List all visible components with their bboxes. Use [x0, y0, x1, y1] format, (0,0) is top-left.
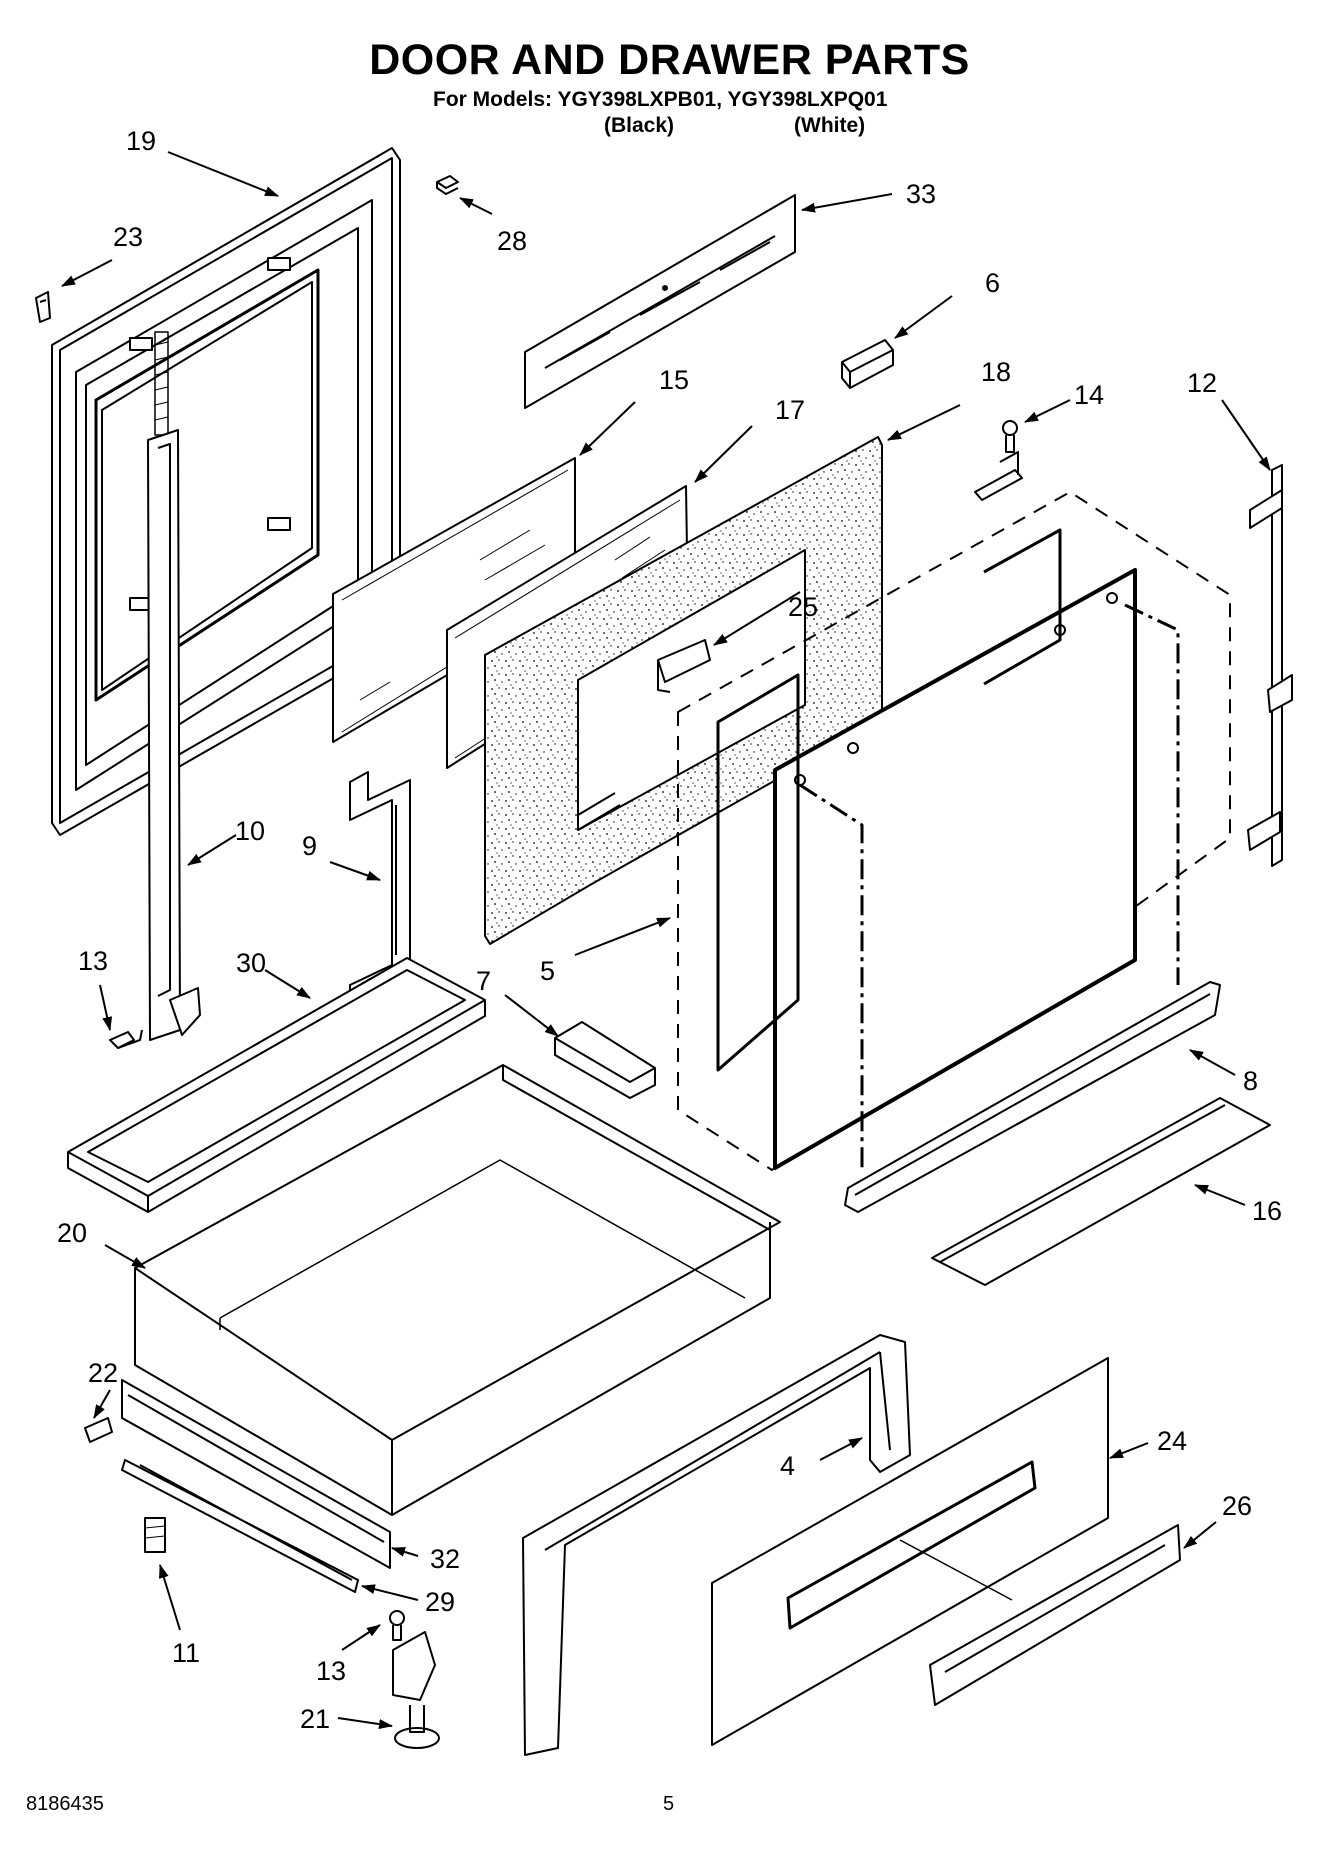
- screw-13-upper: [109, 1029, 143, 1049]
- left-gasket-strip: [716, 673, 800, 1072]
- screw-13-lower: [389, 1610, 405, 1641]
- right-centerline: [1124, 603, 1180, 985]
- drawer-body-part: [134, 1064, 781, 1516]
- callout-24: 24: [1157, 1426, 1187, 1456]
- drawer-roller-part: [84, 1417, 113, 1443]
- hinge-part: [147, 331, 201, 1041]
- page-number: 5: [663, 1793, 675, 1815]
- callout-20: 20: [57, 1218, 87, 1248]
- callout-18: 18: [981, 357, 1011, 387]
- door-trim-part: [844, 981, 1221, 1213]
- callout-25: 25: [788, 592, 818, 622]
- drawer-rail-part: [121, 1379, 391, 1569]
- callout-11: 11: [172, 1638, 200, 1668]
- left-centerline: [799, 783, 864, 1172]
- leveling-leg-part: [144, 1517, 166, 1553]
- insulation-part: [484, 436, 883, 945]
- callout-7: 7: [476, 966, 491, 996]
- callout-19: 19: [126, 126, 156, 156]
- models-line: For Models: YGY398LXPB01, YGY398LXPQ01: [433, 88, 888, 111]
- callout-15: 15: [659, 365, 689, 395]
- drawer-handle-part: [929, 1524, 1181, 1706]
- callout-32: 32: [430, 1544, 460, 1574]
- hinge-bracket-lower: [657, 639, 711, 693]
- callout-10: 10: [235, 816, 265, 846]
- callout-21: 21: [300, 1704, 330, 1734]
- callout-23: 23: [113, 222, 143, 252]
- callout-30: 30: [236, 948, 266, 978]
- diagram-title: DOOR AND DRAWER PARTS: [369, 36, 970, 84]
- callout-9: 9: [302, 831, 317, 861]
- drawer-front-slot: [786, 1460, 1037, 1630]
- callout-13-lower: 13: [316, 1656, 346, 1686]
- callout-6: 6: [985, 268, 1000, 298]
- callout-13-upper: 13: [78, 946, 108, 976]
- leveler-foot-part: [394, 1705, 440, 1749]
- leveler-bracket-part: [392, 1631, 436, 1701]
- panel-strip-part: [931, 1097, 1271, 1286]
- block-part: [841, 339, 894, 389]
- callout-29: 29: [425, 1587, 455, 1617]
- callout-8: 8: [1243, 1066, 1258, 1096]
- small-clip-part: [436, 175, 459, 195]
- drawer-tray-part: [67, 957, 486, 1213]
- vent-strip-part: [524, 194, 796, 409]
- callout-33: 33: [906, 179, 936, 209]
- callout-labels: 19 28 33 23 6 15 17 18 14 12 25 10 9 13 …: [57, 126, 1282, 1734]
- callout-22: 22: [88, 1358, 118, 1388]
- callout-26: 26: [1222, 1491, 1252, 1521]
- callout-5: 5: [540, 956, 555, 986]
- callout-16: 16: [1252, 1196, 1282, 1226]
- screw-14: [1002, 420, 1018, 453]
- drawer-frame-part: [522, 1334, 911, 1756]
- drawer-slide-part: [121, 1459, 359, 1593]
- callout-17: 17: [775, 395, 805, 425]
- callout-12: 12: [1187, 368, 1217, 398]
- callout-4: 4: [780, 1451, 795, 1481]
- hinge-bracket-upper: [974, 451, 1023, 501]
- clip-part: [35, 291, 51, 323]
- side-trim-part: [1247, 464, 1293, 867]
- callout-28: 28: [497, 226, 527, 256]
- document-number: 8186435: [26, 1793, 104, 1815]
- top-gasket-strip: [983, 528, 1062, 686]
- mounting-bracket-part: [554, 1021, 656, 1099]
- door-panel-part: [773, 568, 1137, 1170]
- variant-white: (White): [794, 114, 866, 137]
- callout-14: 14: [1074, 380, 1104, 410]
- variant-black: (Black): [604, 114, 675, 137]
